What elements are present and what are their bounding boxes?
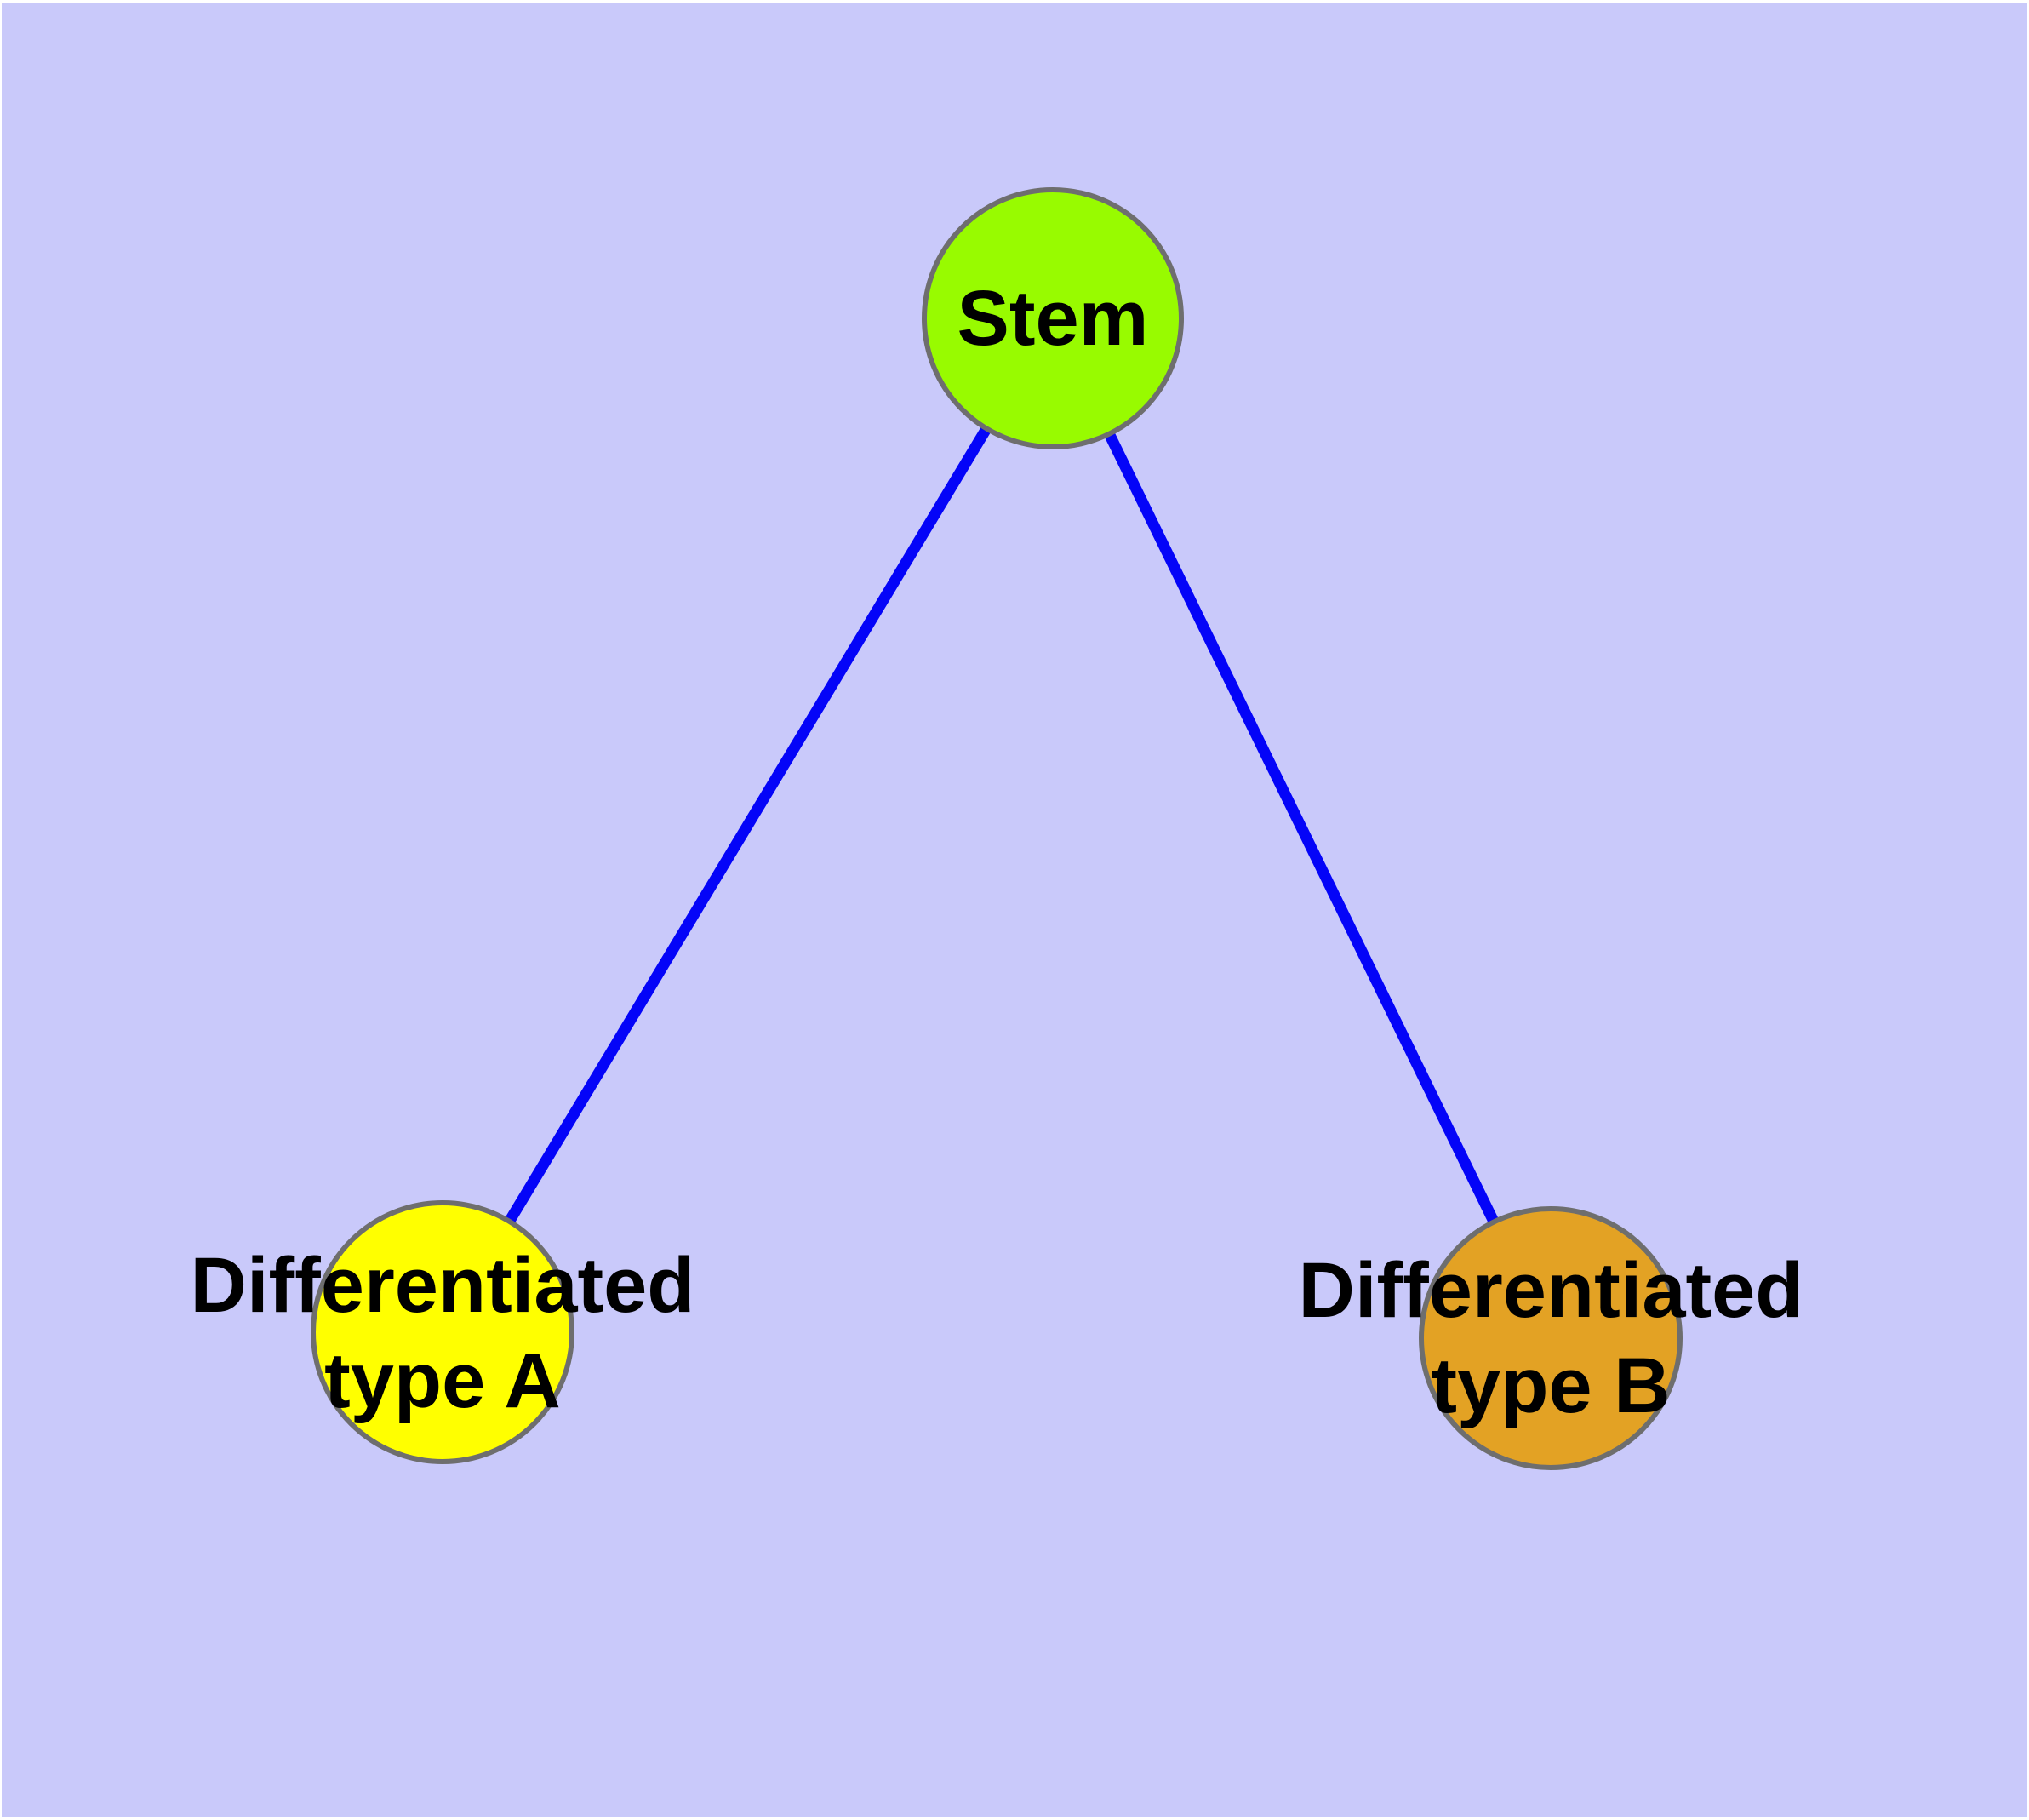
stem-node-circle	[922, 187, 1184, 449]
edge-stem-to-type-b-line	[1048, 316, 1556, 1341]
edge-stem-to-type-a-line	[437, 315, 1058, 1336]
type-a-node-circle	[311, 1200, 574, 1464]
type-b-node-circle	[1419, 1206, 1683, 1470]
